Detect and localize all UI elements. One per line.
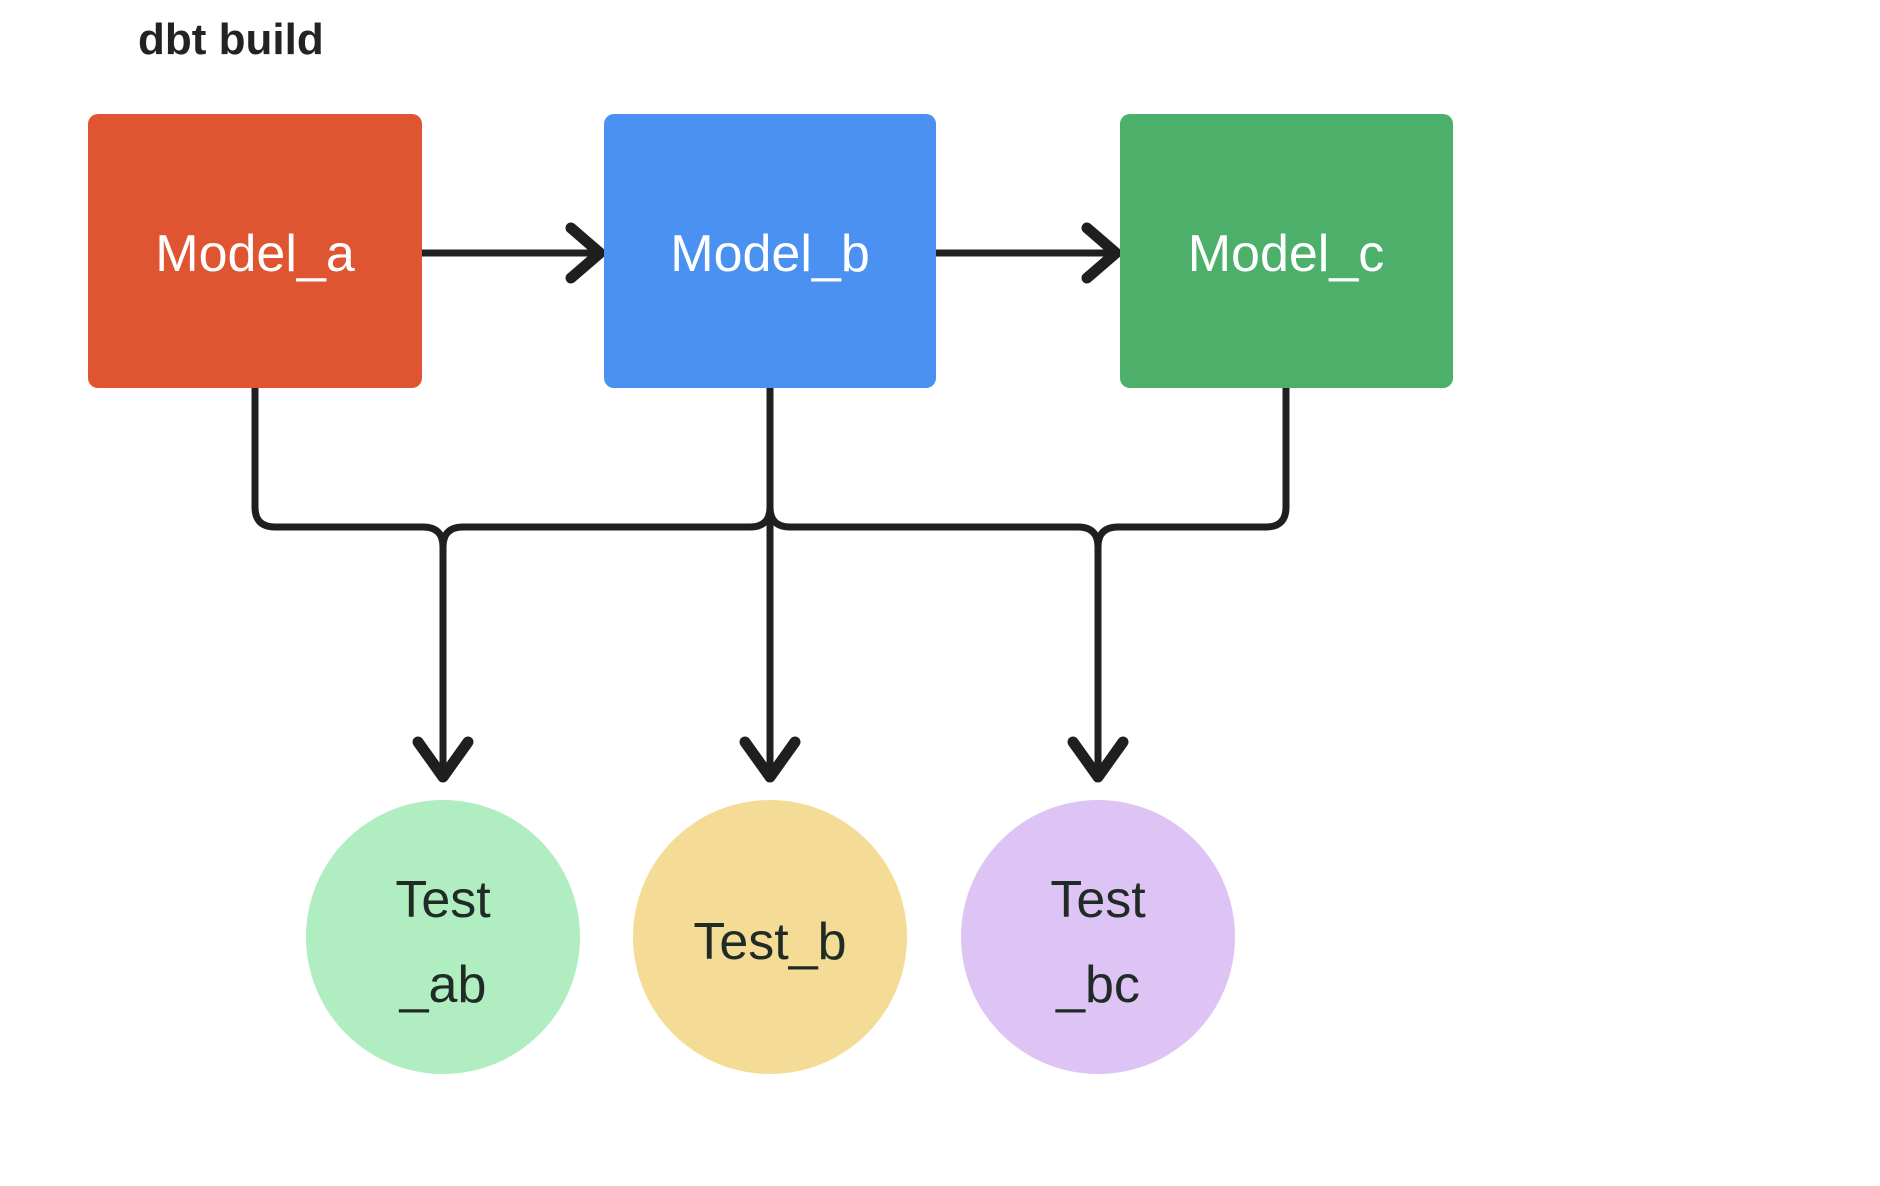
page-title: dbt build: [138, 15, 324, 64]
node-model-c[interactable]: Model_c: [1120, 114, 1453, 388]
node-test-ab-label-line1: Test: [395, 871, 491, 929]
node-test-ab-shape[interactable]: [306, 800, 580, 1074]
node-test-bc-label-line2: _bc: [1055, 956, 1140, 1014]
node-test-bc[interactable]: Test _bc: [961, 800, 1235, 1074]
node-test-b-shape[interactable]: [633, 800, 907, 1074]
edge-model-b-to-test-ab: [439, 384, 774, 551]
node-test-ab-label-line2: _ab: [399, 956, 487, 1014]
node-test-bc-label-line1: Test: [1050, 871, 1146, 929]
arrowhead-icon: [565, 222, 606, 284]
node-test-bc-shape[interactable]: [961, 800, 1235, 1074]
edge-model-b-to-test-bc: [766, 384, 1129, 783]
node-test-b-label: Test_b: [693, 913, 846, 971]
node-model-a-shape[interactable]: [88, 114, 422, 388]
node-model-a-label: Model_a: [155, 225, 355, 283]
arrowhead-icon: [412, 736, 474, 783]
node-model-c-label: Model_c: [1188, 225, 1385, 283]
arrowhead-icon: [739, 736, 801, 783]
edge-model-a-to-model-b: [418, 222, 606, 284]
edge-model-b-to-model-c: [932, 222, 1122, 284]
node-test-b[interactable]: Test_b: [633, 800, 907, 1074]
arrowhead-icon: [1067, 736, 1129, 783]
edge-model-a-to-test-ab: [251, 384, 474, 783]
node-model-b[interactable]: Model_b: [604, 114, 936, 388]
node-model-c-shape[interactable]: [1120, 114, 1453, 388]
edge-model-c-to-test-bc: [1094, 384, 1290, 551]
node-model-b-label: Model_b: [670, 225, 869, 283]
node-test-ab[interactable]: Test _ab: [306, 800, 580, 1074]
node-model-b-shape[interactable]: [604, 114, 936, 388]
node-model-a[interactable]: Model_a: [88, 114, 422, 388]
arrowhead-icon: [1081, 222, 1122, 284]
